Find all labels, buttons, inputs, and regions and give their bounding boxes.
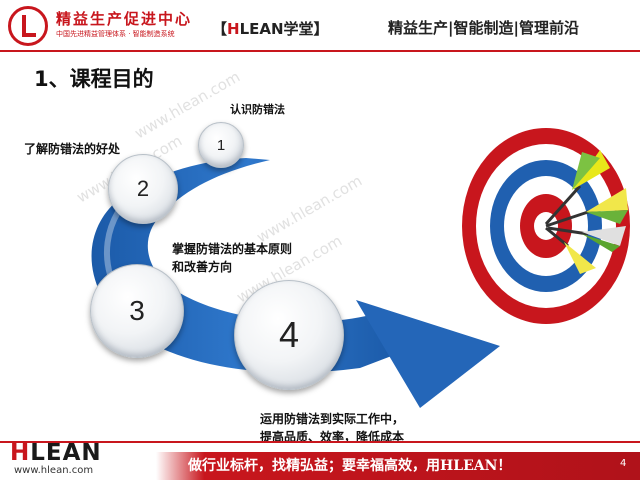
header: 精益生产促进中心 中国先进精益管理体系 · 智能制造系统 【HLEAN学堂】 精… <box>0 0 640 52</box>
step-4-number: 4 <box>278 314 300 355</box>
step-4-label-line2: 提高品质、效率，降低成本 <box>260 430 405 444</box>
step-1-number: 1 <box>216 136 226 154</box>
slide-title: 1、课程目的 <box>34 67 154 91</box>
step-4-circle: 4 <box>234 280 344 390</box>
step-3-label-line2: 和改善方向 <box>172 260 233 274</box>
dart-icon <box>545 226 596 274</box>
page-number: 4 <box>620 458 627 469</box>
step-2-label: 了解防错法的好处 <box>24 142 121 156</box>
step-3-label-line1: 掌握防错法的基本原则 <box>172 242 293 256</box>
dart-icon <box>544 150 610 226</box>
step-3-number: 3 <box>129 295 145 326</box>
footer-url: www.hlean.com <box>14 465 94 476</box>
footer-band <box>156 452 640 480</box>
header-divider <box>0 50 640 52</box>
logo-text: 精益生产促进中心 <box>56 10 193 28</box>
step-2-number: 2 <box>136 176 150 201</box>
logo-subtitle: 中国先进精益管理体系 · 智能制造系统 <box>56 30 175 38</box>
footer-divider <box>0 441 640 443</box>
footer-logo: HLEAN <box>10 440 102 466</box>
brand-title: 【HLEAN学堂】 <box>212 20 329 38</box>
logo-icon <box>8 6 48 46</box>
dart-icon <box>547 226 626 252</box>
step-1-label: 认识防错法 <box>230 103 285 116</box>
footer-slogan: 做行业标杆，找精弘益；要幸福高效，用HLEAN！ <box>188 458 512 474</box>
header-tagline: 精益生产|智能制造|管理前沿 <box>388 19 579 37</box>
step-2-circle: 2 <box>108 154 178 224</box>
step-3-circle: 3 <box>90 264 184 358</box>
arrow-head <box>356 300 500 408</box>
step-1-circle: 1 <box>198 122 244 168</box>
target-darts-image <box>462 128 630 324</box>
step-4-label-line1: 运用防错法到实际工作中， <box>260 412 405 426</box>
dart-icon <box>545 188 628 228</box>
